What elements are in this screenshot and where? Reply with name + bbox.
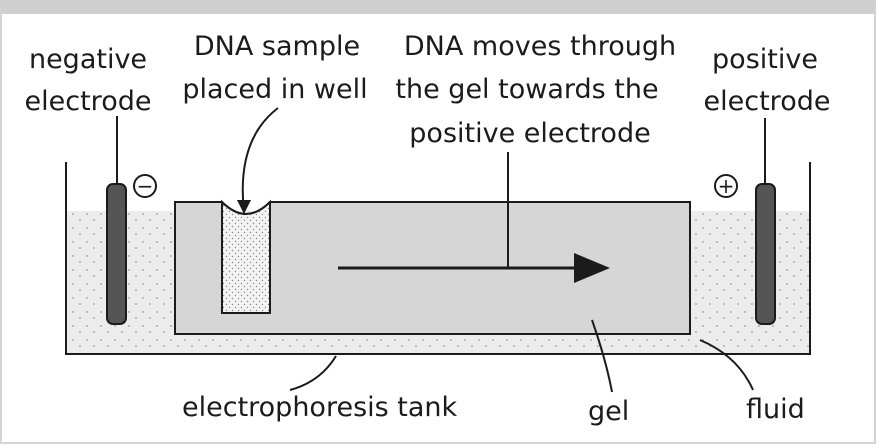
positive-electrode-label-1: positive xyxy=(712,44,818,75)
dna-sample-leader-head xyxy=(237,200,251,214)
negative-electrode-rod xyxy=(106,183,127,325)
electrophoresis-tank-label: electrophoresis tank xyxy=(182,392,458,423)
dna-moves-label-1: DNA moves through xyxy=(404,31,676,62)
negative-electrode-label-2: electrode xyxy=(25,86,152,117)
positive-electrode-rod xyxy=(755,183,776,325)
dna-moves-label-2: the gel towards the xyxy=(395,74,658,105)
dna-sample-label-2: placed in well xyxy=(182,74,367,105)
positive-sign-circle xyxy=(714,174,738,198)
gel-leader xyxy=(591,319,613,393)
negative-sign-circle xyxy=(133,174,157,198)
positive-sign: + xyxy=(718,174,735,198)
positive-electrode-label-2: electrode xyxy=(704,86,831,117)
dna-sample-label-1: DNA sample xyxy=(194,31,360,62)
negative-sign: − xyxy=(137,174,154,198)
tank-leader xyxy=(289,355,337,391)
electrophoresis-tank xyxy=(65,162,811,355)
gel-label: gel xyxy=(588,396,629,427)
dna-sample-leader xyxy=(241,107,279,213)
dna-sample-well xyxy=(221,199,271,314)
dna-moves-label-3: positive electrode xyxy=(409,118,650,149)
negative-electrode-label-1: negative xyxy=(29,44,147,75)
fluid-leader xyxy=(699,339,754,391)
fluid-label: fluid xyxy=(746,394,805,425)
